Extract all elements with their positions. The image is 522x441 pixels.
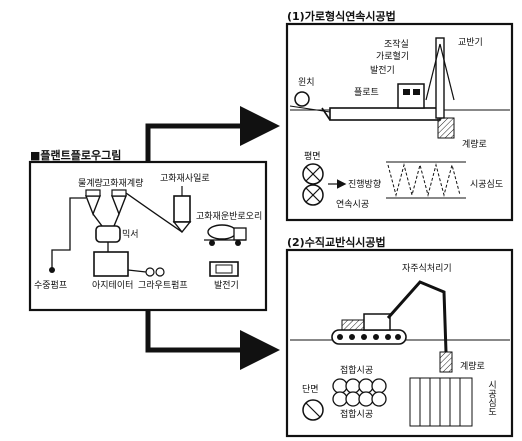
float-shape <box>329 107 441 121</box>
control-room-shape <box>397 83 425 109</box>
m1-pile-label: 계량로 <box>462 140 487 150</box>
joint-top-label: 접합시공 <box>340 366 374 376</box>
m1-depth-label: 시공심도 <box>470 180 504 190</box>
direction-label: 진행방향 <box>348 180 382 190</box>
mixer-arm-label: 교반기 <box>458 38 483 48</box>
method2-box <box>285 248 514 438</box>
m1-generator-label: 발전기 <box>370 66 395 76</box>
water-meter-label: 물계량 <box>78 179 103 189</box>
plant-flow-box <box>28 160 268 312</box>
generator-label: 발전기 <box>214 281 239 291</box>
m2-pile-label: 계량로 <box>460 362 485 372</box>
m2-depth-label: 시공심도 <box>486 380 496 416</box>
hardener-meter-label: 고화재계량 <box>102 179 144 189</box>
m2-plan-label: 단면 <box>302 385 319 395</box>
agitator-label: 아지테이터 <box>92 281 134 291</box>
mixer-shape <box>95 225 121 243</box>
stirrer-gear-label: 가로혈기 <box>376 52 410 62</box>
plant-flow-title: ■플랜트플로우그림 <box>30 149 122 162</box>
hardener-silo-label: 고화재사일로 <box>160 174 210 184</box>
method1-box <box>285 22 514 222</box>
agitator-shape <box>93 251 129 277</box>
excavator-label: 자주식처리기 <box>402 264 452 274</box>
silo-shape <box>173 195 191 223</box>
excavator-track <box>331 329 407 345</box>
method1-title: (1)가로형식연속시공법 <box>287 10 396 23</box>
m1-plan-label: 평면 <box>304 152 321 162</box>
grout-pump-label: 그라우트펌프 <box>138 281 188 291</box>
mixer-label: 믹서 <box>122 230 139 240</box>
flow-arrows <box>145 106 280 370</box>
joint-bottom-label: 접합시공 <box>340 410 374 420</box>
excavator-cab <box>363 313 391 331</box>
winch-label: 윈치 <box>298 78 315 88</box>
float-label: 플로트 <box>354 88 379 98</box>
supply-pump-label: 수중펌프 <box>34 281 68 291</box>
winch-shape <box>294 91 310 107</box>
method2-title: (2)수직교반식시공법 <box>287 236 386 249</box>
hardener-truck-label: 고화재운반로오리 <box>196 212 263 222</box>
continuous-label: 연속시공 <box>336 200 370 210</box>
control-room-label: 조작실 <box>384 40 409 50</box>
